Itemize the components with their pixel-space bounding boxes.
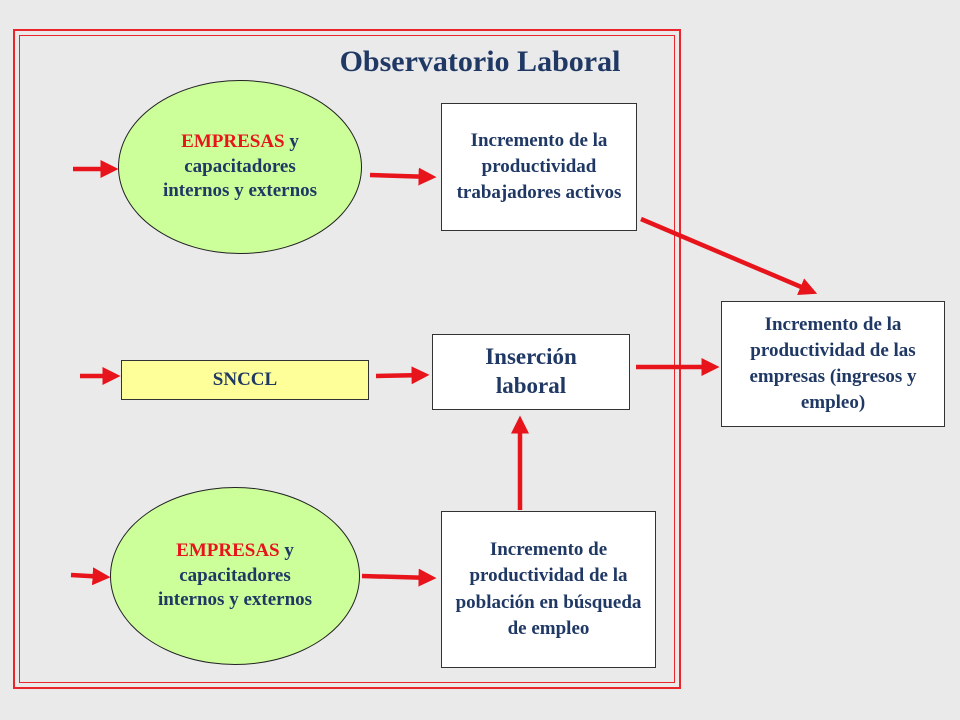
- productividad-activos-box: Incremento de la productividad trabajado…: [441, 103, 637, 231]
- empresas-top-ellipse: EMPRESAS y capacitadores internos y exte…: [118, 80, 362, 254]
- empresas-bottom-highlight: EMPRESAS: [176, 539, 280, 561]
- arrow-activos-to-empresas: [640, 216, 818, 296]
- empresas-top-rest: y capacitadores internos y externos: [162, 130, 318, 202]
- sncc-box: SNCCL: [121, 360, 369, 400]
- observatorio-frame-inner: [19, 35, 675, 683]
- empresas-bottom-label: EMPRESAS y capacitadores internos y exte…: [150, 539, 320, 613]
- productividad-busqueda-box: Incremento de productividad de la poblac…: [441, 511, 656, 668]
- diagram-title: Observatorio Laboral: [339, 45, 621, 78]
- arrow-empresas-bottom-to-busqueda: [361, 568, 437, 587]
- insercion-laboral-box: Inserción laboral: [432, 334, 630, 410]
- observatorio-frame-outer: [13, 29, 681, 689]
- productividad-empresas-box: Incremento de la productividad de las em…: [721, 301, 945, 427]
- empresas-bottom-rest: y capacitadores internos y externos: [157, 539, 313, 611]
- empresas-top-label: EMPRESAS y capacitadores internos y exte…: [155, 130, 325, 204]
- empresas-bottom-ellipse: EMPRESAS y capacitadores internos y exte…: [110, 487, 360, 665]
- empresas-top-highlight: EMPRESAS: [181, 130, 285, 152]
- arrow-empresas-top-to-activos: [369, 167, 437, 186]
- arrow-sncc-to-insercion: [375, 366, 430, 385]
- arrow-into-empresas-bottom: [70, 567, 111, 586]
